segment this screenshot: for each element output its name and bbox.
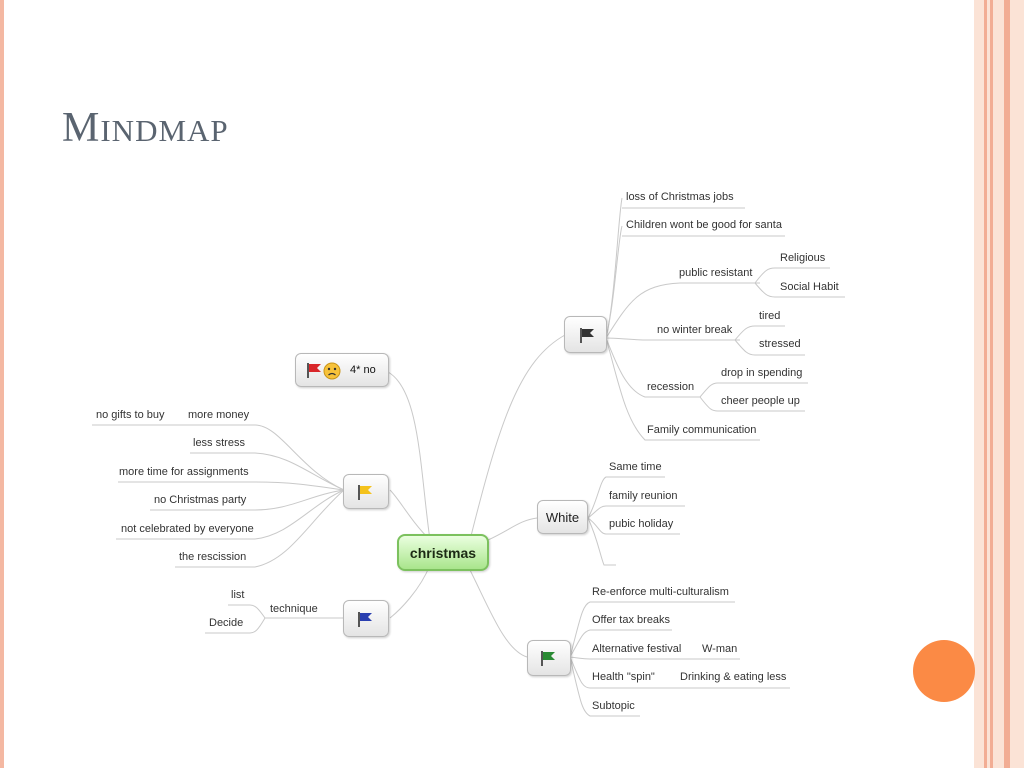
- node-label: Subtopic: [592, 700, 635, 712]
- node-label: public resistant: [679, 267, 753, 279]
- node-label: loss of Christmas jobs: [626, 191, 734, 203]
- node-label: the rescission: [179, 551, 247, 563]
- right-border-panel: [974, 0, 1024, 768]
- black-flag-icon: [580, 328, 594, 343]
- connector: [389, 489, 431, 541]
- center-node[interactable]: christmas: [397, 534, 489, 571]
- node-label: Offer tax breaks: [592, 614, 671, 626]
- node-label: drop in spending: [721, 367, 803, 379]
- orange-accent-circle: [913, 640, 975, 702]
- node-label: Children wont be good for santa: [626, 219, 782, 231]
- connector: [469, 569, 528, 658]
- right-stripe: [990, 0, 993, 768]
- yellow-flag-icon: [358, 485, 372, 500]
- blue-flag-node[interactable]: [343, 600, 389, 637]
- node-label: Alternative festival: [592, 643, 682, 655]
- node-label: no winter break: [657, 324, 733, 336]
- node-label: list: [231, 589, 245, 601]
- node-label: less stress: [193, 437, 245, 449]
- no-node-label: 4* no: [350, 364, 376, 376]
- no-node[interactable]: 4* no: [295, 353, 389, 387]
- node-label: family reunion: [609, 490, 678, 502]
- node-label: Decide: [209, 617, 244, 629]
- left-border: [0, 0, 4, 768]
- node-label: more time for assignments: [119, 466, 249, 478]
- node-label: Re-enforce multi-culturalism: [592, 586, 729, 598]
- connector: [387, 371, 431, 541]
- connector: [469, 334, 566, 541]
- yellow-flag-node[interactable]: [343, 474, 389, 509]
- blue-flag-icon: [358, 612, 372, 627]
- connector: [487, 517, 538, 541]
- black-flag-node[interactable]: [564, 316, 607, 353]
- right-stripe: [984, 0, 987, 768]
- node-label: Same time: [609, 461, 662, 473]
- green-flag-icon: [541, 651, 555, 666]
- node-label: W-man: [702, 643, 738, 655]
- green-flag-node[interactable]: [527, 640, 571, 676]
- node-label: Health "spin": [592, 671, 655, 683]
- node-label: not celebrated by everyone: [121, 523, 254, 535]
- node-label: Religious: [780, 252, 826, 264]
- node-label: cheer people up: [721, 395, 800, 407]
- node-label: Family communication: [647, 424, 757, 436]
- node-label: tired: [759, 310, 781, 322]
- node-label: no gifts to buy: [96, 409, 165, 421]
- node-label: more money: [188, 409, 250, 421]
- node-label: pubic holiday: [609, 518, 674, 530]
- right-stripe: [1004, 0, 1010, 768]
- node-label: technique: [270, 603, 318, 615]
- white-node[interactable]: White: [537, 500, 588, 534]
- node-label: recession: [647, 381, 695, 393]
- node-label: Social Habit: [780, 281, 839, 293]
- slide-title: MINDMAP: [62, 105, 229, 151]
- node-label: stressed: [759, 338, 801, 350]
- connector: [389, 564, 431, 619]
- red-flag-icon: [307, 363, 321, 378]
- node-label: Drinking & eating less: [680, 671, 787, 683]
- node-label: no Christmas party: [154, 494, 247, 506]
- sad-face-icon: [323, 362, 341, 380]
